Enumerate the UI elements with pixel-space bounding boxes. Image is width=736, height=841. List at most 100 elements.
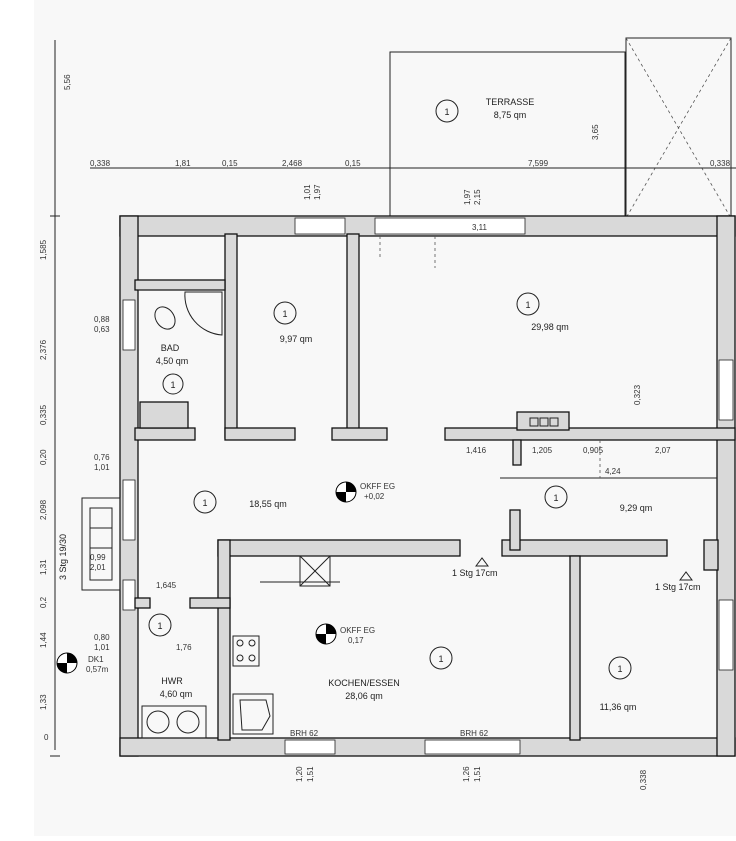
okff-eg-1-label: OKFF EG: [360, 482, 395, 491]
dim-top-extra-3: 2,15: [473, 189, 482, 205]
kochen-name: KOCHEN/ESSEN: [328, 678, 400, 688]
brh1-label: BRH 62: [290, 729, 319, 738]
dim-bottom-4: 0,338: [639, 769, 648, 790]
dim-top-extra-2: 1,97: [463, 189, 472, 205]
margin-strip: [0, 0, 34, 836]
dimension-labels-misc: 0,88 0,63 0,76 1,01 0,99 2,01 0,80 1,01 …: [90, 315, 671, 652]
dim-top-extra-0: 1,01: [303, 184, 312, 200]
dim-left-4: 0,20: [39, 449, 48, 465]
hwr-appliances: [141, 705, 207, 739]
dim-misc-15: 0,323: [633, 384, 642, 405]
room-b-area: 29,98 qm: [531, 322, 569, 332]
dim-misc-1: 0,63: [94, 325, 110, 334]
okff-eg-1-value: +0,02: [364, 492, 385, 501]
dim-top-5: 7,599: [528, 159, 549, 168]
okff-eg-2-label: OKFF EG: [340, 626, 375, 635]
flur-area: 18,55 qm: [249, 499, 287, 509]
dim-misc-2: 0,76: [94, 453, 110, 462]
level-marker-dk1: DK1 0,57m: [56, 652, 109, 674]
interior-walls: [134, 233, 736, 741]
dim-misc-9: 1,76: [176, 643, 192, 652]
flur-number: 1: [202, 498, 207, 508]
terrasse-number: 1: [444, 107, 449, 117]
dim-top-3: 2,468: [282, 159, 303, 168]
bad-number: 1: [170, 380, 175, 390]
dim-misc-11: 1,205: [532, 446, 553, 455]
kochen-number: 1: [438, 654, 443, 664]
window-openings: [122, 217, 734, 755]
room-d-area: 11,36 qm: [600, 702, 637, 712]
dim-top-extra-1: 1,97: [313, 184, 322, 200]
dim-left-0: 5,56: [63, 74, 72, 90]
dim-left-6: 1,31: [39, 559, 48, 575]
level-marker-okff-1: OKFF EG +0,02: [335, 481, 395, 503]
dim-misc-8: 1,645: [156, 581, 177, 590]
dimension-labels-bottom: 1,20 1,51 1,26 1,51 0,338: [295, 766, 648, 790]
room-c-number: 1: [553, 493, 558, 503]
dim-bottom-3: 1,51: [473, 766, 482, 782]
dim-misc-6: 0,80: [94, 633, 110, 642]
room-number-markers: 1 1 1 1 1 1 1 1 1: [148, 99, 632, 680]
dim-top-extra-4: 3,65: [591, 124, 600, 140]
dim-bottom-2: 1,26: [462, 766, 471, 782]
room-a-area: 9,97 qm: [280, 334, 313, 344]
room-c-area: 9,29 qm: [620, 503, 653, 513]
dim-left-5: 2,098: [39, 499, 48, 520]
dim-top-extra-5: 3,11: [472, 223, 488, 232]
window-labels: BRH 62 BRH 62: [290, 729, 489, 738]
terrasse-area: 8,75 qm: [494, 110, 527, 120]
room-b-number: 1: [525, 300, 530, 310]
step1-label: 1 Stg 17cm: [452, 568, 498, 578]
dim-left-2: 2,376: [39, 339, 48, 360]
dim-misc-12: 0,905: [583, 446, 604, 455]
dim-misc-3: 1,01: [94, 463, 110, 472]
dim-top-2: 0,15: [222, 159, 238, 168]
dim-left-9: 1,33: [39, 694, 48, 710]
hwr-name: HWR: [161, 676, 183, 686]
dim-left-3: 0,335: [39, 404, 48, 425]
dim-top-1: 1,81: [175, 159, 191, 168]
kitchen-sink: [232, 693, 274, 735]
dim-misc-0: 0,88: [94, 315, 110, 324]
dim-misc-4: 0,99: [90, 553, 106, 562]
dim-misc-13: 2,07: [655, 446, 671, 455]
dim-misc-5: 2,01: [90, 563, 106, 572]
dim-left-7: 0,2: [39, 596, 48, 608]
dim-left-10: 0: [44, 733, 49, 742]
room-d-number: 1: [617, 664, 622, 674]
room-outlines: [138, 236, 717, 587]
terrasse-name: TERRASSE: [486, 97, 535, 107]
room-labels: TERRASSE 8,75 qm 9,97 qm 29,98 qm BAD 4,…: [156, 97, 653, 712]
step-markers: 1 Stg 17cm 1 Stg 17cm 3 Stg 19/30: [58, 534, 701, 592]
dim-left-8: 1,44: [39, 632, 48, 648]
dk1-label: DK1: [88, 655, 104, 664]
dim-bottom-1: 1,51: [306, 766, 315, 782]
dim-left-1: 1,585: [39, 239, 48, 260]
hwr-area: 4,60 qm: [160, 689, 193, 699]
dim-misc-10: 1,416: [466, 446, 487, 455]
dimension-labels-left: 5,56 1,585 2,376 0,335 0,20 2,098 1,31 0…: [39, 74, 72, 742]
dim-misc-7: 1,01: [94, 643, 110, 652]
bad-name: BAD: [161, 343, 180, 353]
bath-fixtures: [154, 291, 223, 336]
dk1-value: 0,57m: [86, 665, 109, 674]
dim-top-0: 0,338: [90, 159, 111, 168]
dim-top-6: 0,338: [710, 159, 731, 168]
stair-label: 3 Stg 19/30: [58, 534, 68, 580]
bad-area: 4,50 qm: [156, 356, 189, 366]
kitchen-stove: [232, 635, 260, 667]
dim-misc-14: 4,24: [605, 467, 621, 476]
dim-bottom-0: 1,20: [295, 766, 304, 782]
chimney: [529, 417, 559, 427]
step2-label: 1 Stg 17cm: [655, 582, 701, 592]
hwr-number: 1: [157, 621, 162, 631]
brh2-label: BRH 62: [460, 729, 489, 738]
okff-eg-2-value: 0,17: [348, 636, 364, 645]
dimension-labels-top: 0,338 1,81 0,15 2,468 0,15 7,599 0,338 1…: [90, 124, 731, 232]
dimension-lines: [50, 40, 736, 757]
dim-top-4: 0,15: [345, 159, 361, 168]
level-marker-okff-2: OKFF EG 0,17: [315, 623, 375, 645]
room-a-number: 1: [282, 309, 287, 319]
